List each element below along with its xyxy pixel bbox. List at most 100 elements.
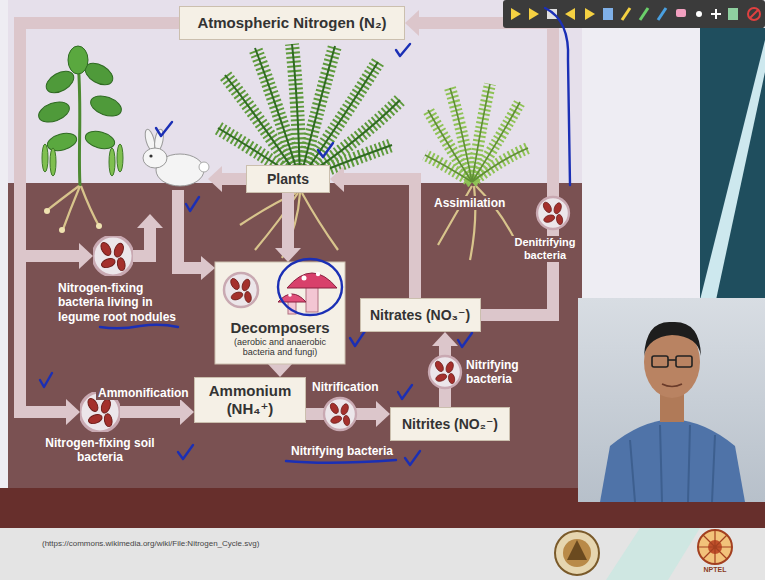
box-title: Ammonium (NH₄⁺): [203, 382, 297, 417]
cycle-box: Nitrites (NO₂⁻): [390, 407, 510, 441]
cycle-box: Atmospheric Nitrogen (N₂): [179, 6, 405, 40]
legume-plant: [117, 144, 123, 172]
teacher-ink: [278, 259, 342, 315]
legume-plant: [68, 46, 88, 74]
cycle-arrow: [20, 23, 179, 269]
fern-plant: [218, 44, 400, 180]
annotation-toolbar: [585, 8, 595, 20]
annotation-toolbar: [728, 8, 738, 20]
cycle-arrow-deco: [208, 166, 222, 192]
cycle-arrow-line: [20, 23, 179, 256]
annotation-toolbar: [750, 10, 758, 18]
footer-text: (https://commons.wikimedia.org/wiki/File…: [42, 539, 259, 549]
annotation-toolbar: [711, 9, 721, 19]
cycle-arrow: [20, 23, 179, 425]
teacher-ink: [178, 445, 193, 459]
rabbit: [143, 128, 209, 186]
footer-stripe: [606, 528, 700, 580]
annotation-toolbar: [529, 8, 539, 20]
box-title: Plants: [267, 171, 309, 188]
cycle-box: Plants: [246, 165, 330, 193]
annotation-toolbar: [676, 9, 686, 17]
annotation-toolbar: [696, 11, 702, 17]
box-title: Atmospheric Nitrogen (N₂): [197, 14, 386, 32]
cycle-arrow: [275, 193, 301, 262]
box-title: Nitrates (NO₃⁻): [370, 307, 470, 324]
plant-roots: [302, 193, 338, 250]
nptel-logo: [698, 530, 732, 564]
bacteria-caption: Nitrogen-fixing soil bacteria: [45, 436, 155, 465]
cycle-arrow-deco: [137, 214, 163, 228]
plant-roots: [45, 186, 79, 212]
bacteria-on-path: [429, 356, 461, 388]
bacteria-circle: Nitrogen-fixing bacteria living in legum…: [93, 236, 133, 276]
bacteria-icon: [93, 236, 133, 276]
cycle-arrow-line: [418, 23, 553, 315]
decomposer-panel: [306, 286, 318, 312]
nptel-logo: [698, 530, 732, 564]
root-nodules: [96, 223, 102, 229]
fern-plant: [425, 155, 472, 182]
rabbit: [199, 162, 209, 172]
teacher-ink: [40, 8, 570, 465]
teacher-ink: [405, 451, 420, 465]
fern-plant: [300, 62, 378, 180]
fern-plant: [472, 148, 528, 182]
annotation-toolbar: [503, 0, 765, 28]
presenter-video: [644, 322, 701, 356]
process-label: Denitrifying bacteria: [510, 236, 580, 262]
teacher-ink: [156, 122, 172, 136]
cycle-arrow-deco: [133, 227, 150, 256]
bacteria-icon: [93, 236, 133, 276]
presenter-video: [578, 298, 765, 502]
presenter-video: [662, 384, 682, 387]
teal-side-panel: [700, 40, 765, 300]
cycle-arrow-line: [120, 406, 181, 418]
annotation-toolbar: [622, 8, 630, 20]
legume-plant: [50, 148, 56, 176]
soil: [8, 183, 582, 488]
teal-side-panel: [700, 28, 765, 300]
arrow-head: [376, 401, 390, 427]
fern-plant: [218, 44, 400, 180]
rabbit: [149, 154, 152, 157]
legume-plant: [109, 148, 115, 176]
root-nodules: [44, 208, 102, 233]
cycle-arrow-deco: [201, 256, 215, 280]
nptel-logo: [698, 530, 732, 564]
bacteria-on-path: [324, 197, 569, 430]
legume-plant: [45, 130, 78, 153]
cycle-arrow: [120, 399, 194, 425]
teacher-ink: [286, 460, 396, 463]
process-label: Nitrifying bacteria: [464, 358, 526, 387]
teacher-ink: [396, 44, 410, 56]
cycle-arrow-line: [20, 23, 179, 412]
teacher-ink: [350, 331, 365, 346]
teacher-ink: [186, 197, 199, 211]
footer-text: NPTEL: [699, 566, 731, 574]
annotation-toolbar: [511, 8, 521, 20]
annotation-toolbar: [640, 8, 648, 20]
decomposer-panel: [288, 293, 292, 297]
annotation-toolbar: [603, 8, 613, 20]
fern-plant: [472, 102, 520, 182]
plant-roots: [255, 193, 298, 250]
bacteria-caption: Nitrogen-fixing bacteria living in legum…: [58, 281, 186, 324]
process-label: Nitrifying bacteria: [282, 444, 402, 458]
presenter-video: [652, 356, 668, 367]
fern-plant: [425, 84, 528, 182]
fern-plant: [425, 84, 528, 182]
presenter-video: [600, 419, 745, 502]
arrow-head: [79, 243, 93, 269]
cycle-arrow-deco: [221, 173, 246, 185]
cycle-arrow-line: [343, 179, 415, 298]
decomposer-box: Decomposers(aerobic and anaerobic bacter…: [215, 262, 345, 364]
decomposer-panel: [302, 276, 307, 281]
rabbit: [143, 148, 167, 168]
arrow-head: [330, 166, 344, 192]
footer-bar: [0, 528, 765, 580]
fern-plant: [450, 88, 472, 182]
box-note: (aerobic and anaerobic bacteria and fung…: [224, 337, 336, 358]
